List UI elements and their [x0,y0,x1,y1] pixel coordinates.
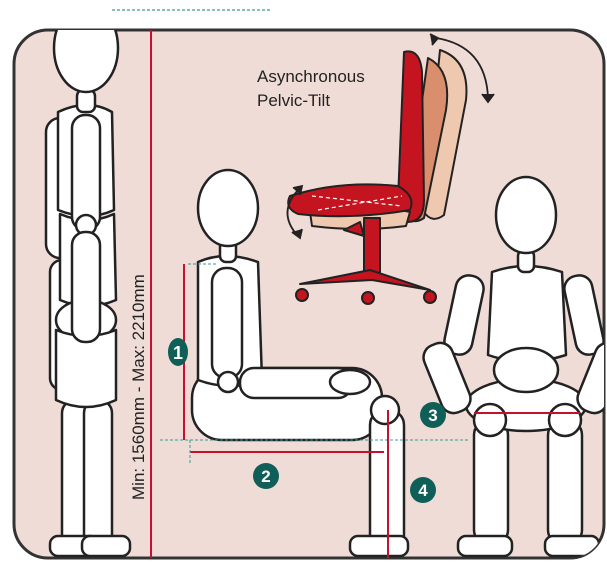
marker-4-number: 4 [418,481,428,500]
height-range-label: Min: 1560mm - Max: 2210mm [129,274,148,500]
marker-4: 4 [410,477,436,503]
marker-3: 3 [420,402,446,428]
marker-2: 2 [253,463,279,489]
marker-2-number: 2 [261,467,270,486]
marker-1-number: 1 [173,343,183,363]
tilt-label-line2: Pelvic-Tilt [257,91,330,110]
marker-3-number: 3 [428,406,437,425]
marker-1: 1 [168,338,188,366]
tilt-label-line1: Asynchronous [257,67,365,86]
